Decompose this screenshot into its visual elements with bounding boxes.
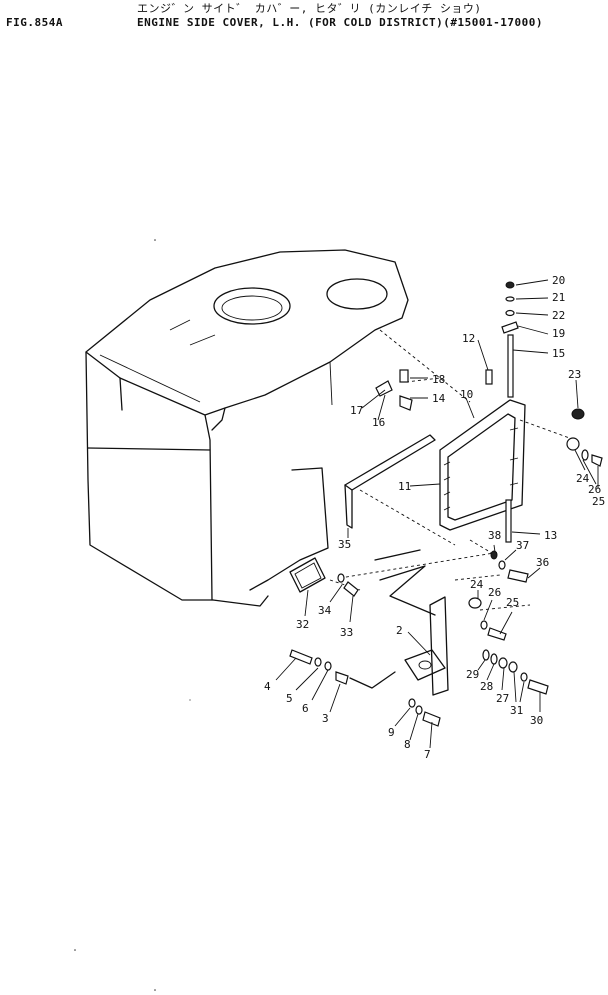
callout-25b: 25 bbox=[506, 596, 519, 609]
callout-9: 9 bbox=[388, 726, 395, 739]
callout-16: 16 bbox=[372, 416, 385, 429]
callout-2: 2 bbox=[396, 624, 403, 637]
figure-number: FIG.854A bbox=[6, 16, 63, 29]
callout-4: 4 bbox=[264, 680, 271, 693]
mounting-bracket bbox=[404, 596, 449, 696]
inspection-cover bbox=[289, 557, 326, 593]
callout-13: 13 bbox=[544, 529, 557, 542]
reference-lines bbox=[329, 329, 576, 689]
callout-26: 26 bbox=[588, 483, 601, 496]
callout-20: 20 bbox=[552, 274, 565, 287]
callout-3: 3 bbox=[322, 712, 329, 725]
callout-12: 12 bbox=[462, 332, 475, 345]
callout-33: 33 bbox=[340, 626, 353, 639]
side-frame bbox=[439, 399, 526, 531]
callout-15: 15 bbox=[552, 347, 565, 360]
callout-21: 21 bbox=[552, 291, 565, 304]
callout-27: 27 bbox=[496, 692, 509, 705]
callout-34: 34 bbox=[318, 604, 332, 617]
leader-lines bbox=[275, 279, 599, 749]
callout-14: 14 bbox=[432, 392, 446, 405]
title-english: ENGINE SIDE COVER, L.H. (FOR COLD DISTRI… bbox=[137, 16, 543, 29]
callout-labels: 20 21 22 19 15 12 18 14 17 16 10 23 11 2… bbox=[264, 274, 605, 761]
hardware-stack-mid bbox=[337, 550, 529, 641]
callout-24: 24 bbox=[576, 472, 590, 485]
callout-32: 32 bbox=[296, 618, 309, 631]
callout-7: 7 bbox=[424, 748, 431, 761]
scan-specks bbox=[74, 239, 191, 991]
seal-strip bbox=[344, 434, 436, 529]
callout-31: 31 bbox=[510, 704, 523, 717]
callout-17: 17 bbox=[350, 404, 363, 417]
callout-29: 29 bbox=[466, 668, 479, 681]
callout-19: 19 bbox=[552, 327, 565, 340]
callout-37: 37 bbox=[516, 539, 529, 552]
callout-23: 23 bbox=[568, 368, 581, 381]
hardware-stack-top bbox=[375, 281, 603, 467]
callout-22: 22 bbox=[552, 309, 565, 322]
callout-25: 25 bbox=[592, 495, 605, 508]
callout-10: 10 bbox=[460, 388, 473, 401]
callout-30: 30 bbox=[530, 714, 543, 727]
studs bbox=[485, 334, 514, 543]
callout-5: 5 bbox=[286, 692, 293, 705]
callout-28: 28 bbox=[480, 680, 493, 693]
callout-18: 18 bbox=[432, 373, 445, 386]
callout-36: 36 bbox=[536, 556, 549, 569]
callout-8: 8 bbox=[404, 738, 411, 751]
title-japanese: エンジ゛ン サイト゛ カハ゛ー, ヒタ゛リ (カンレイチ ショウ) bbox=[137, 2, 482, 15]
callout-35: 35 bbox=[338, 538, 351, 551]
hardware-stack-low bbox=[289, 649, 549, 727]
callout-11: 11 bbox=[398, 480, 411, 493]
callout-6: 6 bbox=[302, 702, 309, 715]
callout-24b: 24 bbox=[470, 578, 484, 591]
callout-38: 38 bbox=[488, 529, 501, 542]
callout-26b: 26 bbox=[488, 586, 501, 599]
engine-hood-body bbox=[85, 249, 409, 607]
